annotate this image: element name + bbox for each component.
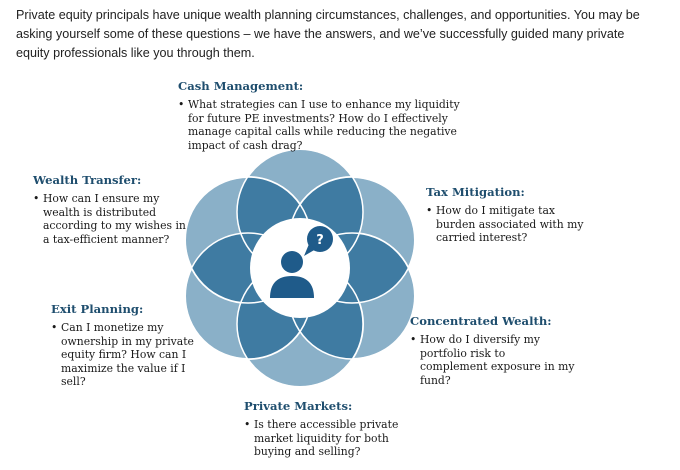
- private-markets-title: Private Markets:: [244, 399, 353, 413]
- question-mark-badge: ?: [316, 233, 324, 248]
- concentrated-wealth-title: Concentrated Wealth:: [410, 314, 552, 328]
- topic-wealth-transfer: Wealth Transfer: • How can I ensure my w…: [33, 173, 195, 246]
- cash-management-text: What strategies can I use to enhance my …: [188, 98, 460, 152]
- topic-tax-mitigation: Tax Mitigation: • How do I mitigate tax …: [426, 185, 586, 245]
- concentrated-wealth-bullet: • How do I diversify my portfolio risk t…: [410, 333, 575, 387]
- exit-planning-title: Exit Planning:: [51, 302, 144, 316]
- wealth-transfer-bullet: • How can I ensure my wealth is distribu…: [33, 192, 195, 246]
- cash-management-title: Cash Management:: [178, 79, 304, 93]
- exit-planning-bullet: • Can I monetize my ownership in my priv…: [51, 321, 209, 389]
- topic-private-markets: Private Markets: • Is there accessible p…: [244, 399, 409, 459]
- wealth-transfer-text: How can I ensure my wealth is distribute…: [43, 192, 186, 246]
- bullet-dot: •: [410, 333, 417, 346]
- bullet-dot: •: [426, 204, 433, 217]
- private-markets-text: Is there accessible private market liqui…: [254, 418, 399, 459]
- topic-exit-planning: Exit Planning: • Can I monetize my owner…: [51, 302, 209, 389]
- private-markets-bullet: • Is there accessible private market liq…: [244, 418, 409, 459]
- tax-mitigation-bullet: • How do I mitigate tax burden associate…: [426, 204, 586, 245]
- tax-mitigation-title: Tax Mitigation:: [426, 185, 525, 199]
- topic-concentrated-wealth: Concentrated Wealth: • How do I diversif…: [410, 314, 575, 387]
- person-question-icon: ?: [270, 226, 333, 298]
- exit-planning-text: Can I monetize my ownership in my privat…: [61, 321, 194, 389]
- cash-management-bullet: • What strategies can I use to enhance m…: [178, 98, 478, 152]
- tax-mitigation-text: How do I mitigate tax burden associated …: [436, 204, 584, 245]
- bullet-dot: •: [178, 98, 185, 111]
- bullet-dot: •: [51, 321, 58, 334]
- concentrated-wealth-text: How do I diversify my portfolio risk to …: [420, 333, 575, 387]
- topic-cash-management: Cash Management: • What strategies can I…: [178, 79, 478, 152]
- bullet-dot: •: [244, 418, 251, 431]
- intro-paragraph: Private equity principals have unique we…: [16, 8, 640, 60]
- wealth-transfer-title: Wealth Transfer:: [33, 173, 142, 187]
- bullet-dot: •: [33, 192, 40, 205]
